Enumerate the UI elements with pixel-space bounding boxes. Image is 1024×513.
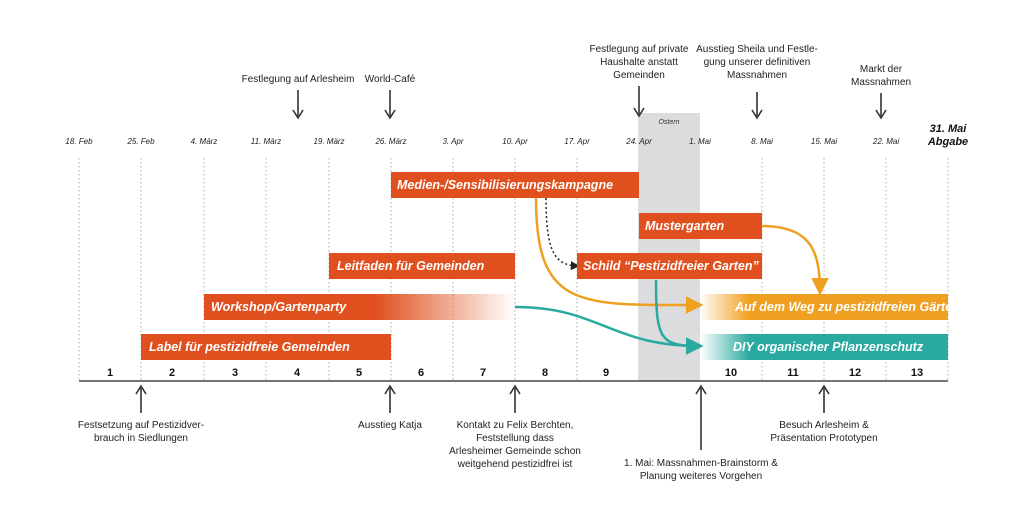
top-note-sheila: Ausstieg Sheila und Festle- gung unserer… [696,44,818,120]
svg-text:1. Mai: Massnahmen-Brainstorm: 1. Mai: Massnahmen-Brainstorm & [624,458,778,469]
connector-workshop-to-diy [514,305,704,355]
svg-text:gung unserer definitiven: gung unserer definitiven [704,57,811,68]
connector-mustergarten-to-goal [761,224,829,296]
bottom-note-katja: Ausstieg Katja [358,384,422,431]
svg-text:Label für pestizidfreie Gemein: Label für pestizidfreie Gemeinden [149,340,350,354]
week-number: 13 [911,367,923,379]
week-number: 4 [294,367,301,379]
svg-text:brauch in Siedlungen: brauch in Siedlungen [94,433,188,444]
svg-text:Gemeinden: Gemeinden [613,70,665,81]
date-label: 18. Feb [65,137,93,146]
week-number: 11 [787,367,799,379]
date-label: 3. Apr [442,137,463,146]
svg-text:Festlegung auf Arlesheim: Festlegung auf Arlesheim [242,74,355,85]
week-number: 6 [418,367,424,379]
bottom-note-brainstorm: 1. Mai: Massnahmen-Brainstorm & Planung … [624,384,778,482]
date-label: 26. März [374,137,406,146]
date-label: 24. Apr [625,137,652,146]
bar-mustergarten: Mustergarten [639,213,762,239]
week-number: 8 [542,367,548,379]
bar-label-gemeinden: Label für pestizidfreie Gemeinden [141,334,391,360]
svg-text:Besuch Arlesheim &: Besuch Arlesheim & [779,420,869,431]
week-numbers: 1 2 3 4 5 6 7 8 9 10 11 12 13 [107,367,923,379]
deadline-date: 31. Mai [930,123,968,135]
svg-text:Ausstieg Katja: Ausstieg Katja [358,420,422,431]
date-label: 17. Apr [564,137,590,146]
svg-text:Arlesheimer Gemeinde schon: Arlesheimer Gemeinde schon [449,446,581,457]
svg-text:Medien-/Sensibilisierungskampa: Medien-/Sensibilisierungskampagne [397,178,613,192]
bar-workshop: Workshop/Gartenparty [204,294,515,320]
date-label: 11. März [251,137,282,146]
svg-text:Auf dem Weg zu pestizidfreien: Auf dem Weg zu pestizidfreien Gärten [734,300,960,314]
week-number: 2 [169,367,175,379]
svg-text:Mustergarten: Mustergarten [645,219,725,233]
connector-media-to-schild [545,197,580,271]
bar-diy-pflanzenschutz: DIY organischer Pflanzenschutz [700,334,948,360]
bar-medien-kampagne: Medien-/Sensibilisierungskampagne [391,172,639,198]
easter-band [638,113,700,381]
svg-text:Massnahmen: Massnahmen [727,70,787,81]
top-note-arlesheim: Festlegung auf Arlesheim [242,74,355,120]
date-label: 19. März [313,137,344,146]
bar-goal-pestizidfreie-gaerten: Auf dem Weg zu pestizidfreien Gärten [700,294,960,320]
date-label: 4. März [191,137,218,146]
svg-text:Ausstieg Sheila und Festle-: Ausstieg Sheila und Festle- [696,44,818,55]
svg-text:Festlegung auf private: Festlegung auf private [590,44,689,55]
week-number: 7 [480,367,486,379]
top-note-world-cafe: World-Café [365,74,416,120]
bottom-note-besuch: Besuch Arlesheim & Präsentation Prototyp… [770,384,878,444]
svg-text:Festsetzung auf Pestizidver-: Festsetzung auf Pestizidver- [78,420,204,431]
bottom-note-pestizidverbrauch: Festsetzung auf Pestizidver- brauch in S… [78,384,204,444]
top-note-private-households: Festlegung auf private Haushalte anstatt… [590,44,689,118]
week-number: 3 [232,367,238,379]
connector-schild-to-diy [654,279,704,355]
svg-text:Massnahmen: Massnahmen [851,77,911,88]
date-label: 25. Feb [126,137,155,146]
easter-label: Ostern [658,119,679,126]
week-number: 1 [107,367,113,379]
date-label: 10. Apr [502,137,528,146]
date-label: 15. Mai [811,137,837,146]
svg-text:Präsentation Prototypen: Präsentation Prototypen [770,433,877,444]
week-number: 10 [725,367,737,379]
svg-text:Kontakt zu Felix Berchten,: Kontakt zu Felix Berchten, [457,420,574,431]
bar-schild: Schild “Pestizidfreier Garten” [577,253,762,279]
week-number: 5 [356,367,362,379]
connector-media-to-goal [534,197,704,314]
date-label: 1. Mai [689,137,711,146]
svg-text:Markt der: Markt der [860,64,903,75]
svg-text:Leitfaden für Gemeinden: Leitfaden für Gemeinden [337,259,485,273]
date-label: 22. Mai [872,137,899,146]
svg-text:Feststellung dass: Feststellung dass [476,433,554,444]
svg-text:weitgehend pestizidfrei ist: weitgehend pestizidfrei ist [457,459,573,470]
bar-leitfaden: Leitfaden für Gemeinden [329,253,515,279]
svg-text:Workshop/Gartenparty: Workshop/Gartenparty [211,300,347,314]
svg-text:World-Café: World-Café [365,74,416,85]
deadline-label: Abgabe [927,136,968,148]
week-number: 12 [849,367,861,379]
svg-text:Haushalte anstatt: Haushalte anstatt [600,57,678,68]
top-note-market: Markt der Massnahmen [851,64,911,120]
svg-text:Planung weiteres Vorgehen: Planung weiteres Vorgehen [640,471,762,482]
bottom-note-felix: Kontakt zu Felix Berchten, Feststellung … [449,384,581,470]
week-number: 9 [603,367,609,379]
svg-text:Schild “Pestizidfreier Garten”: Schild “Pestizidfreier Garten” [583,259,759,273]
svg-text:DIY organischer Pflanzenschutz: DIY organischer Pflanzenschutz [733,340,924,354]
date-label: 8. Mai [751,137,773,146]
